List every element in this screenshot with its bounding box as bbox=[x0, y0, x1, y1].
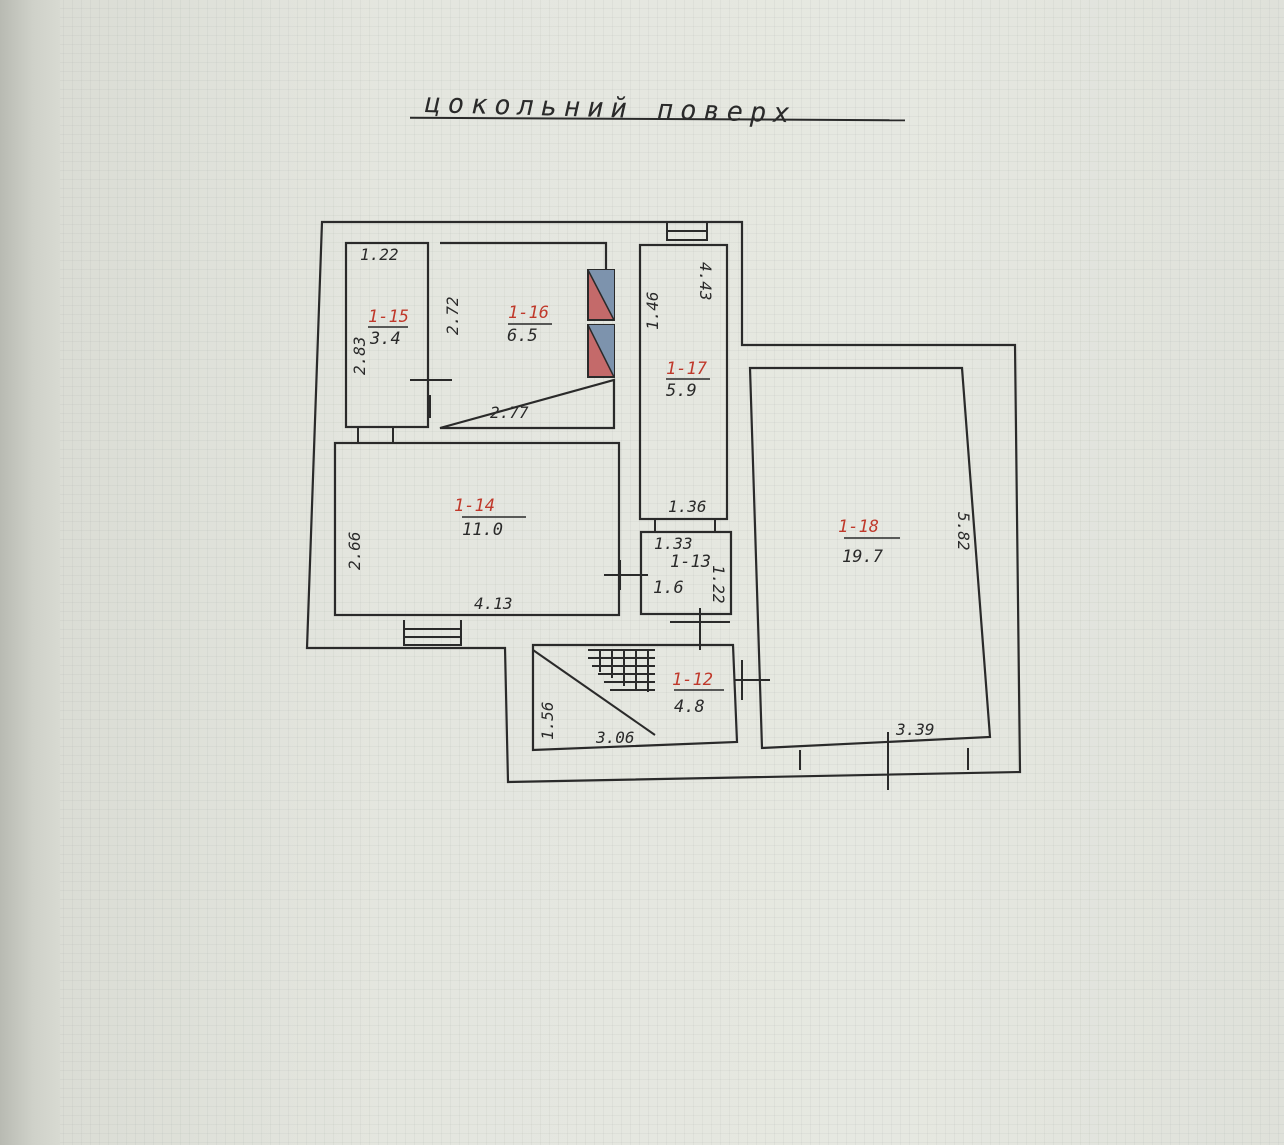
window-top bbox=[666, 222, 708, 241]
door-1-13 bbox=[654, 518, 716, 532]
outer-wall bbox=[305, 220, 1022, 784]
room-1-18-outline bbox=[748, 366, 992, 750]
dim-1-33: 1.33 bbox=[654, 534, 693, 553]
dim-3-39: 3.39 bbox=[895, 720, 935, 739]
ventilation-shafts bbox=[587, 269, 615, 378]
dim-1-46: 1.46 bbox=[643, 291, 662, 330]
room-1-16-outline bbox=[439, 241, 616, 430]
room-label-1-18-area: 19.7 bbox=[842, 547, 884, 567]
room-label-1-17-area: 5.9 bbox=[666, 381, 697, 401]
room-1-13-outline bbox=[639, 530, 733, 616]
door-1-12a bbox=[670, 608, 730, 650]
room-label-1-13-id: 1-13 bbox=[670, 552, 711, 572]
book-binding bbox=[0, 0, 60, 1145]
dim-5-82: 5.82 bbox=[954, 512, 973, 551]
door-1-15 bbox=[357, 427, 394, 443]
stair-lines bbox=[588, 649, 655, 692]
dim-4-43: 4.43 bbox=[696, 262, 715, 301]
door-1-18 bbox=[799, 732, 969, 790]
room-1-17-outline bbox=[638, 243, 729, 521]
room-label-1-18-id: 1-18 bbox=[838, 517, 879, 537]
door-1-12b bbox=[735, 660, 770, 700]
dim-2-72: 2.72 bbox=[443, 296, 462, 335]
room-label-1-15-area: 3.4 bbox=[369, 329, 401, 349]
room-label-1-13-area: 1.6 bbox=[653, 578, 684, 598]
dim-1-22-side: 1.22 bbox=[709, 565, 728, 604]
dim-2-66: 2.66 bbox=[345, 531, 364, 570]
room-label-1-14-id: 1-14 bbox=[454, 496, 495, 516]
room-1-14-outline bbox=[333, 441, 621, 617]
dim-1-22-top: 1.22 bbox=[360, 245, 399, 264]
room-label-1-14-area: 11.0 bbox=[462, 520, 503, 540]
room-label-1-16-id: 1-16 bbox=[508, 303, 549, 323]
room-label-1-12-id: 1-12 bbox=[672, 670, 713, 690]
dim-4-13: 4.13 bbox=[474, 594, 513, 613]
room-label-1-15-id: 1-15 bbox=[368, 307, 409, 327]
window-bottom bbox=[403, 620, 462, 646]
dim-1-36: 1.36 bbox=[668, 497, 707, 516]
dim-2-83: 2.83 bbox=[350, 336, 369, 375]
door-1-14 bbox=[604, 560, 648, 590]
room-label-1-16-area: 6.5 bbox=[507, 326, 538, 346]
room-label-1-12-area: 4.8 bbox=[674, 697, 705, 717]
stair-diagonal bbox=[532, 649, 656, 736]
dim-2-77: 2.77 bbox=[490, 403, 529, 422]
room-1-12-outline bbox=[531, 643, 739, 752]
room-1-15-outline bbox=[344, 241, 430, 429]
dim-3-06: 3.06 bbox=[595, 728, 635, 747]
room-label-1-17-id: 1-17 bbox=[666, 359, 708, 379]
dim-1-56: 1.56 bbox=[538, 701, 557, 740]
door-1-16 bbox=[410, 370, 452, 418]
